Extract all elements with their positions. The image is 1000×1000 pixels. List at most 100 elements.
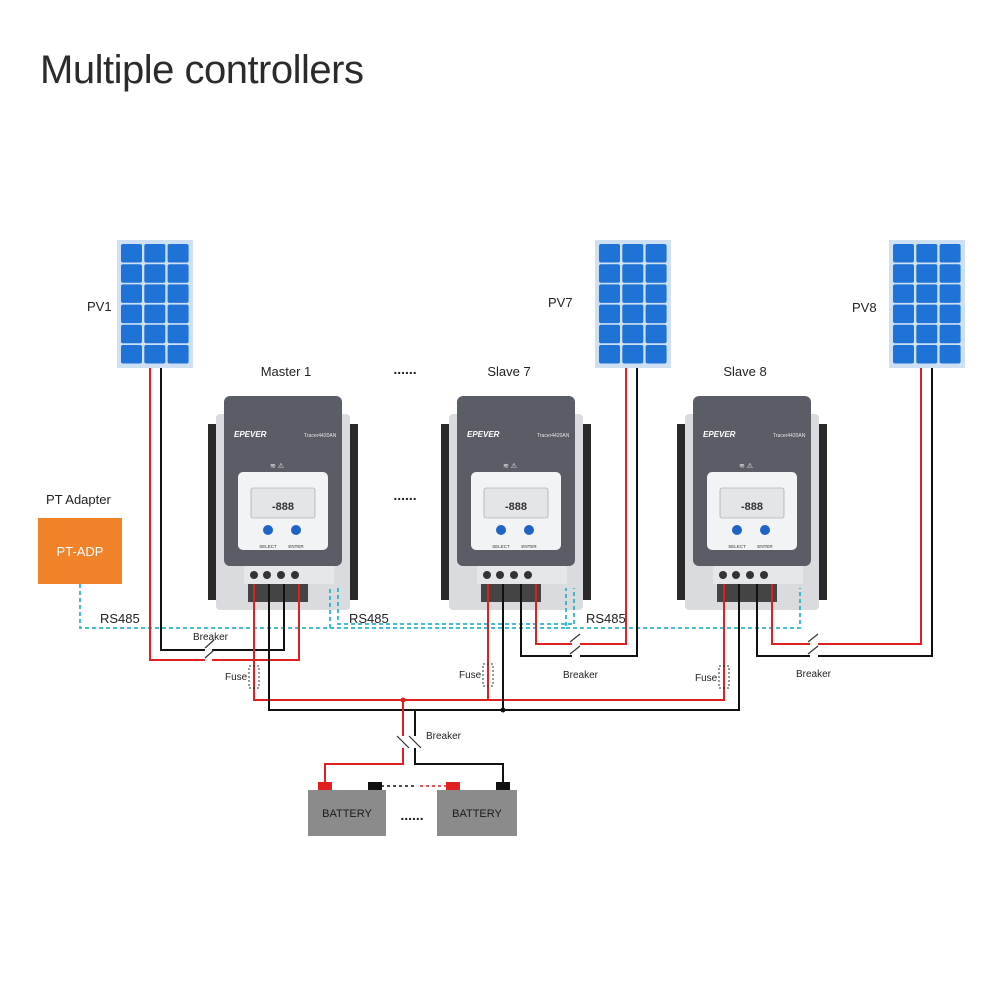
- solar-cell: [645, 284, 667, 303]
- pv8-label: PV8: [852, 300, 877, 315]
- solar-cell: [622, 244, 644, 263]
- breaker-label-battery: Breaker: [426, 731, 462, 742]
- solar-cell: [916, 324, 938, 344]
- solar-cell: [167, 264, 189, 283]
- solar-cell: [939, 304, 961, 324]
- solar-cell: [121, 324, 142, 344]
- solar-cell: [939, 345, 961, 364]
- master1-controller: EPEVER Tracer4420AN ≋ ⚠ -888 SELECT ENTE…: [208, 396, 358, 610]
- adapter-caption: PT Adapter: [46, 492, 111, 507]
- solar-cell: [144, 304, 166, 324]
- pt-adapter-label: PT-ADP: [57, 544, 104, 559]
- solar-cell: [939, 244, 961, 263]
- slave7-label: Slave 7: [487, 364, 530, 379]
- solar-cell: [599, 304, 620, 324]
- pt-adapter-box: [38, 518, 122, 584]
- negative-junction: [500, 707, 506, 713]
- battery-2: BATTERY: [437, 782, 517, 836]
- fuse-slave8: [718, 665, 730, 689]
- master1-icons: ≋ ⚠: [270, 462, 284, 470]
- solar-cell: [622, 345, 644, 364]
- slave7-select-knob[interactable]: [496, 525, 506, 535]
- slave8-enter-label: ENTER: [757, 544, 773, 549]
- solar-cell: [167, 324, 189, 344]
- solar-cell: [144, 264, 166, 283]
- master1-model: Tracer4420AN: [304, 433, 337, 439]
- solar-cell: [599, 324, 620, 344]
- slave7-display: -888: [505, 501, 527, 513]
- rs485-label-3: RS485: [586, 611, 626, 626]
- page-title: Multiple controllers: [40, 48, 364, 92]
- battery-2-label: BATTERY: [452, 808, 502, 820]
- solar-cell: [167, 284, 189, 303]
- fuse-master1: [248, 665, 260, 689]
- master1-brand: EPEVER: [234, 430, 267, 439]
- solar-cell: [645, 264, 667, 283]
- ellipsis-top: ......: [393, 361, 416, 377]
- fuse-slave7: [482, 663, 494, 687]
- solar-cell: [622, 324, 644, 344]
- master1-enter-knob[interactable]: [291, 525, 301, 535]
- solar-cell: [121, 304, 142, 324]
- slave8-select-label: SELECT: [728, 544, 746, 549]
- solar-cell: [144, 345, 166, 364]
- solar-cell: [893, 345, 914, 364]
- breaker-label-pv7: Breaker: [563, 670, 599, 681]
- fuse-label-master1: Fuse: [225, 672, 248, 683]
- solar-cell: [916, 284, 938, 303]
- solar-cell: [893, 284, 914, 303]
- slave7-enter-label: ENTER: [521, 544, 537, 549]
- fuse-label-slave8: Fuse: [695, 673, 718, 684]
- solar-cell: [645, 345, 667, 364]
- rs485-label-1: RS485: [100, 611, 140, 626]
- master1-terminals: [250, 571, 299, 579]
- master1-enter-label: ENTER: [288, 544, 304, 549]
- slave7-brand: EPEVER: [467, 430, 500, 439]
- solar-cell: [599, 345, 620, 364]
- battery-1: BATTERY: [308, 782, 386, 836]
- pv1-label: PV1: [87, 299, 112, 314]
- breaker-pv8[interactable]: [807, 633, 819, 655]
- slave8-enter-knob[interactable]: [760, 525, 770, 535]
- solar-cell: [939, 284, 961, 303]
- solar-cell: [144, 324, 166, 344]
- breaker-pv1[interactable]: [204, 639, 215, 659]
- master1-select-label: SELECT: [259, 544, 277, 549]
- solar-cell: [121, 244, 142, 263]
- master1-select-knob[interactable]: [263, 525, 273, 535]
- pv7-panel: [595, 240, 671, 368]
- slave8-brand: EPEVER: [703, 430, 736, 439]
- solar-cell: [622, 264, 644, 283]
- slave8-controller: EPEVER Tracer4420AN ≋ ⚠ -888 SELECT ENTE…: [677, 396, 827, 610]
- solar-cell: [645, 304, 667, 324]
- breaker-pv7[interactable]: [569, 633, 581, 655]
- slave7-controller: EPEVER Tracer4420AN ≋ ⚠ -888 SELECT ENTE…: [441, 396, 591, 610]
- solar-cell: [144, 284, 166, 303]
- slave8-icons: ≋ ⚠: [739, 462, 753, 470]
- solar-cell: [939, 324, 961, 344]
- slave8-terminals: [719, 571, 768, 579]
- solar-cell: [599, 244, 620, 263]
- solar-cell: [645, 324, 667, 344]
- solar-cell: [893, 304, 914, 324]
- pv1-panel: [117, 240, 193, 368]
- breaker-label-pv8: Breaker: [796, 669, 832, 680]
- solar-cell: [622, 304, 644, 324]
- breaker-battery[interactable]: [396, 735, 422, 749]
- solar-cell: [121, 345, 142, 364]
- slave7-enter-knob[interactable]: [524, 525, 534, 535]
- solar-cell: [144, 244, 166, 263]
- battery-wiring: [253, 584, 740, 782]
- solar-cell: [622, 284, 644, 303]
- slave8-select-knob[interactable]: [732, 525, 742, 535]
- solar-cell: [167, 345, 189, 364]
- solar-cell: [121, 264, 142, 283]
- solar-cell: [167, 304, 189, 324]
- solar-cell: [916, 304, 938, 324]
- solar-cell: [916, 264, 938, 283]
- pv7-label: PV7: [548, 295, 573, 310]
- rs485-bus: [79, 584, 801, 629]
- solar-cell: [167, 244, 189, 263]
- slave7-model: Tracer4420AN: [537, 433, 570, 439]
